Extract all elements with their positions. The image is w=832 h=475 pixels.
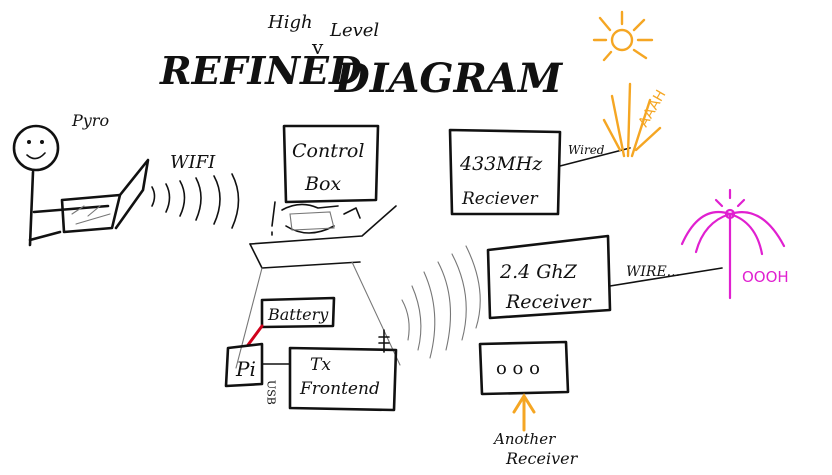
another-receiver: o o o Another Receiver [478,340,579,468]
receiver-433-line1: 433MHz [459,153,543,175]
title: REFINED DIAGRAM High v Level [159,12,564,102]
title-right: DIAGRAM [334,55,564,102]
firework-orange: AAAH [592,10,670,158]
orange-arrow [512,393,536,432]
wifi-label: WIFI [170,152,216,173]
control-box-enclosure [235,201,401,369]
title-insert-level: Level [329,20,379,41]
title-left: REFINED [159,48,362,93]
person-arm [32,204,110,214]
control-box: Control Box [282,124,380,204]
radio-waves [401,245,481,359]
title-insert-high: High [267,12,313,33]
tx-frontend-line1: Tx [310,355,331,375]
control-box-line2: Box [304,173,341,195]
receiver-2-4ghz: 2.4 GhZ Receiver WIRE... [486,234,723,320]
receiver-433mhz: 433MHz Reciever Wired [448,128,631,216]
wire-433-label: Wired [568,143,605,157]
antenna [378,329,390,353]
wifi-waves: WIFI [151,152,240,229]
battery-wire [246,324,264,347]
another-receiver-line1: Another [492,430,556,448]
another-receiver-line2: Receiver [505,449,579,468]
battery-label: Battery [267,305,329,324]
receiver-24-line2: Receiver [505,291,592,313]
wire-24-label: WIRE... [626,264,680,280]
title-insert-caret: v [311,35,324,59]
sun-icon [610,28,634,52]
laptop-icon [60,158,150,234]
stick-person: Pyro [12,111,110,247]
person-smile [26,152,46,160]
person-eye-right [40,140,44,144]
receiver-24-line1: 2.4 GhZ [499,261,578,283]
firework-pink: OOOH [680,188,789,300]
raspberry-pi: Pi USB [224,342,291,405]
firework-orange-label: AAAH [636,87,670,130]
person-body [28,170,35,247]
person-label: Pyro [71,111,109,130]
tx-frontend: Tx Frontend [288,329,398,412]
firework-pink-label: OOOH [742,268,789,286]
battery: Battery [246,296,336,347]
pi-label: Pi [235,357,256,381]
usb-label: USB [265,380,278,405]
another-receiver-dots: o o o [496,358,540,379]
tx-frontend-line2: Frontend [299,379,380,399]
control-box-line1: Control [292,140,364,162]
person-leg [28,230,62,242]
person-eye-left [27,140,31,144]
person-head [12,124,60,172]
receiver-433-line2: Reciever [461,189,539,209]
